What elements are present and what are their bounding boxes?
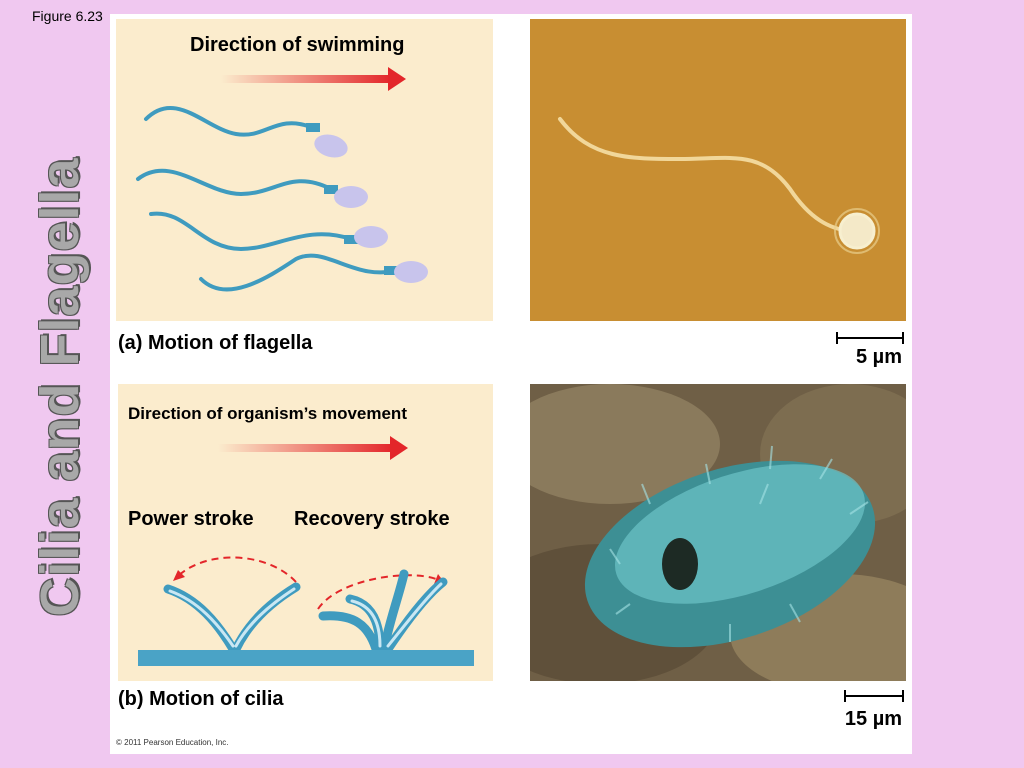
- cilia-strokes: [163, 569, 448, 654]
- direction-of-swimming-label: Direction of swimming: [190, 34, 405, 56]
- sperm-micrograph-drawing: [530, 19, 906, 321]
- recovery-stroke-label: Recovery stroke: [294, 508, 450, 530]
- side-title: Cilia and Flagella: [30, 157, 90, 617]
- sperm-micrograph: [530, 19, 906, 321]
- figure-label: Figure 6.23: [32, 8, 103, 24]
- cilia-micrograph-drawing: [530, 384, 906, 681]
- scale-label-b: 15 µm: [844, 708, 902, 730]
- cilia-diagram: [118, 384, 493, 681]
- flagella-illustration: [136, 67, 428, 292]
- scale-bar-b: [844, 690, 904, 702]
- copyright-notice: © 2011 Pearson Education, Inc.: [116, 738, 229, 747]
- direction-of-organism-movement-label: Direction of organism’s movement: [128, 404, 407, 423]
- power-stroke-label: Power stroke: [128, 508, 254, 530]
- cell-surface: [138, 650, 474, 666]
- organism-direction-arrow: [218, 436, 408, 460]
- scale-bar-a: [836, 332, 904, 344]
- cilia-micrograph: [530, 384, 906, 681]
- scale-label-a: 5 µm: [856, 346, 902, 368]
- figure-panel: Direction of swimming (a) Motion of flag…: [110, 14, 912, 754]
- cilia-illustration: [138, 436, 474, 666]
- sperm-heads: [306, 123, 428, 283]
- stroke-path-arrows: [177, 556, 437, 610]
- swim-direction-arrow: [221, 67, 406, 91]
- caption-motion-of-flagella: (a) Motion of flagella: [118, 332, 313, 354]
- flagella-diagram: [116, 19, 493, 321]
- caption-motion-of-cilia: (b) Motion of cilia: [118, 688, 284, 710]
- flagella-tails: [136, 105, 403, 292]
